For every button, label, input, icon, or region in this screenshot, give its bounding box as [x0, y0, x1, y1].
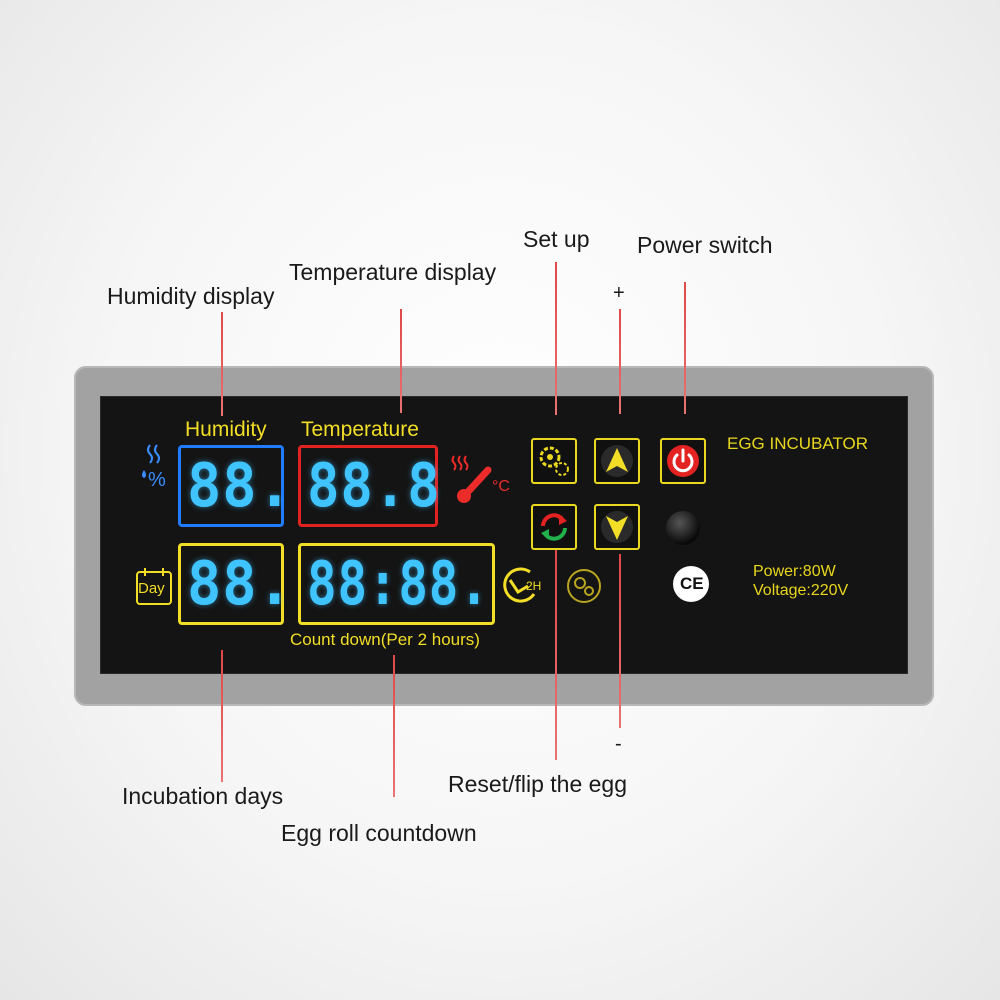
countdown-leader-line	[393, 655, 395, 797]
temperature-display-callout: Temperature display	[289, 259, 497, 285]
humidity-digits: 88.	[187, 451, 293, 521]
set-up-callout: Set up	[523, 226, 590, 252]
humidity-display-frame	[178, 445, 284, 527]
incubation-days-callout: Incubation days	[122, 783, 284, 809]
power-icon	[667, 445, 699, 477]
minus-callout: -	[615, 733, 622, 755]
reset-leader-line	[555, 550, 557, 760]
calendar-day-icon	[134, 566, 174, 613]
down-arrow-icon	[601, 511, 633, 543]
setup-gear-icon	[539, 446, 569, 476]
settings-gear-icon	[564, 566, 604, 611]
egg-turn-timer-icon	[500, 566, 550, 613]
humidity-leader-line	[221, 312, 223, 416]
status-indicator-led	[666, 511, 700, 545]
celsius-unit: °C	[492, 478, 510, 495]
reset-flip-button[interactable]	[531, 504, 577, 550]
humidity-label: Humidity	[185, 418, 267, 441]
days-display-frame	[178, 543, 284, 625]
temperature-leader-line	[400, 309, 402, 413]
thermometer-icon	[448, 452, 516, 509]
humidity-display-callout: Humidity display	[107, 283, 275, 309]
power-spec: Power:80W	[753, 563, 836, 580]
timer-2h-text: 2H	[526, 579, 542, 593]
up-arrow-icon	[601, 445, 633, 477]
countdown-label: Count down(Per 2 hours)	[290, 630, 480, 649]
plus-leader-line	[619, 309, 621, 414]
power-leader-line	[684, 282, 686, 414]
ce-mark-badge	[673, 566, 709, 602]
down-minus-button[interactable]	[594, 504, 640, 550]
reset-flip-callout: Reset/flip the egg	[448, 771, 628, 797]
power-switch-callout: Power switch	[637, 232, 773, 258]
svg-text:%: %	[148, 469, 166, 490]
setup-button[interactable]	[531, 438, 577, 484]
power-button[interactable]	[660, 438, 706, 484]
countdown-digits: 88:88.	[307, 549, 490, 619]
up-plus-button[interactable]	[594, 438, 640, 484]
plus-callout: +	[613, 282, 625, 304]
egg-roll-countdown-callout: Egg roll countdown	[281, 820, 477, 846]
humidity-icon: %	[134, 442, 180, 495]
temperature-display-frame	[298, 445, 438, 527]
temperature-label: Temperature	[301, 418, 419, 441]
panel-title: EGG INCUBATOR	[727, 434, 869, 453]
ce-mark-text: CE	[680, 574, 704, 593]
reset-rotate-icon	[541, 513, 567, 541]
days-leader-line	[221, 650, 223, 782]
temperature-digits: 88.8	[307, 451, 441, 521]
voltage-spec: Voltage:220V	[753, 582, 849, 599]
minus-leader-line	[619, 554, 621, 728]
countdown-display-frame	[298, 543, 495, 625]
calendar-day-text: Day	[138, 580, 165, 597]
control-screen	[101, 397, 907, 673]
setup-leader-line	[555, 262, 557, 415]
days-digits: 88.	[187, 549, 293, 619]
